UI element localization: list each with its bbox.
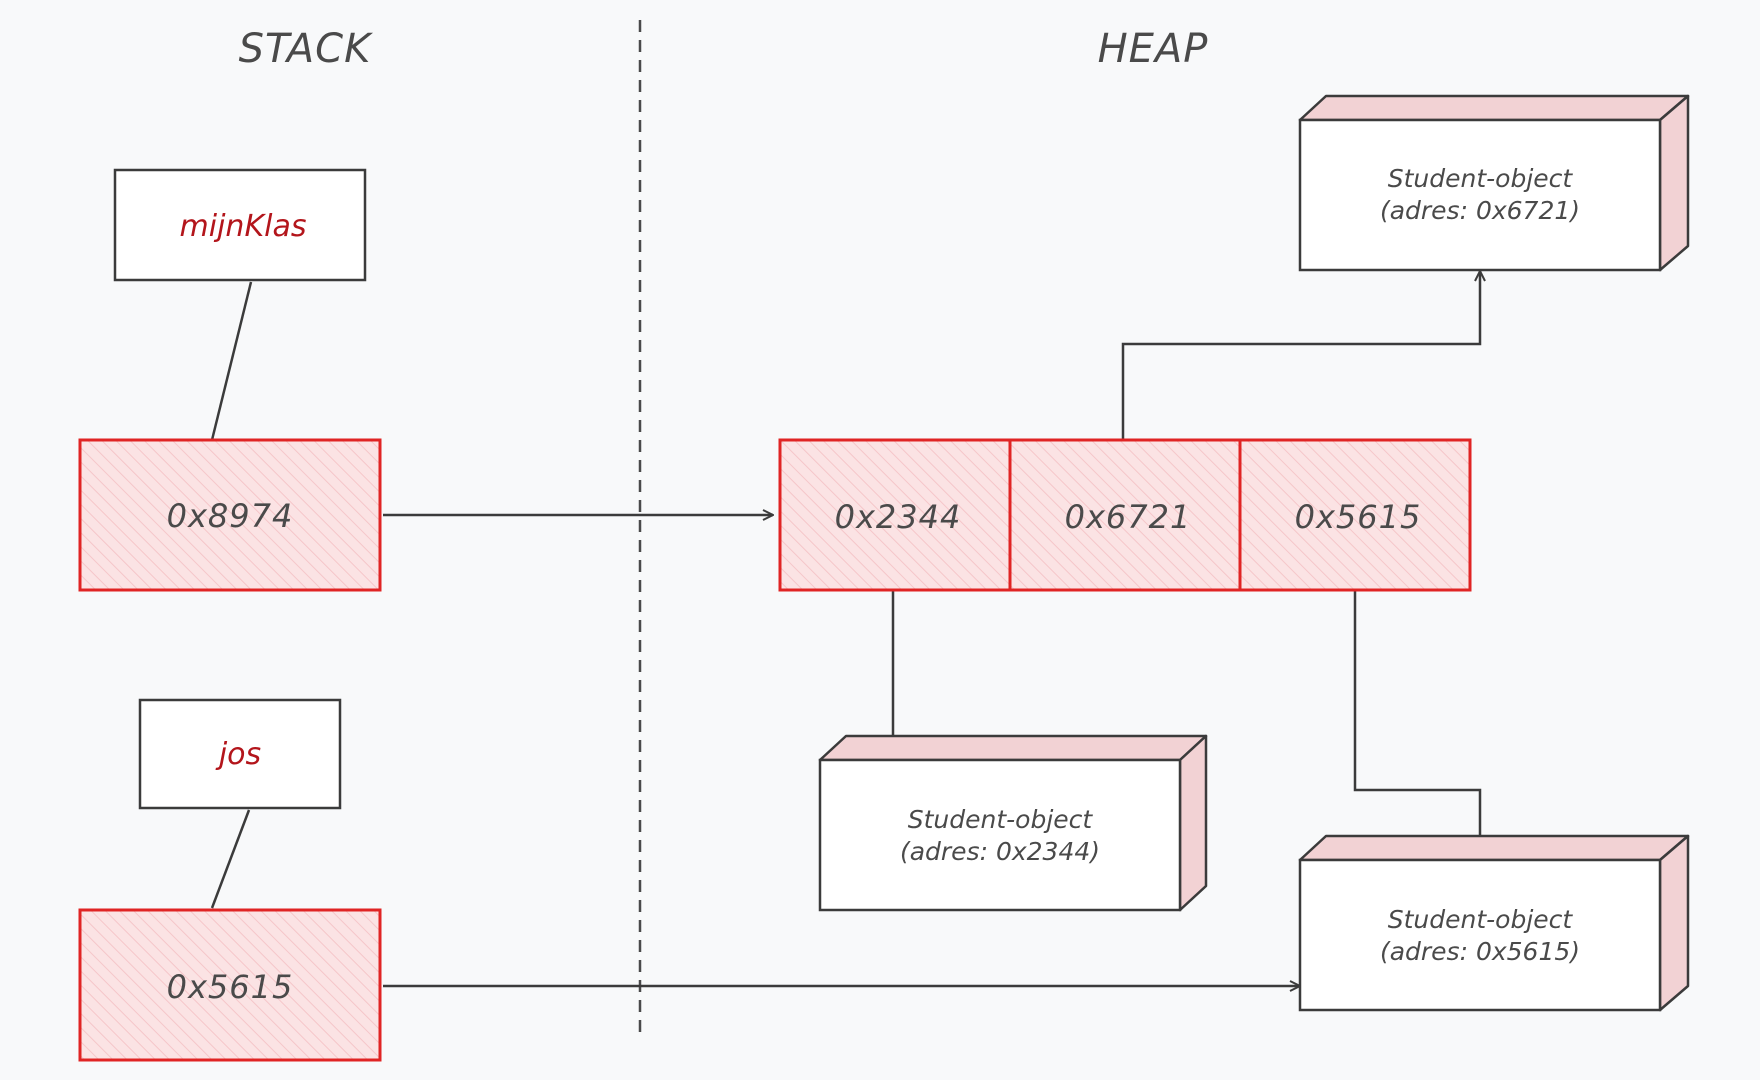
array-cell-1 — [1008, 438, 1242, 592]
reference-box — [78, 908, 382, 1062]
arrow-cell-6721-to-object — [1121, 271, 1480, 440]
variable-name-box — [113, 168, 367, 282]
array-cell-0 — [778, 438, 1012, 592]
heap-title: HEAP — [1098, 26, 1209, 72]
mijnklas-link-line — [210, 281, 253, 441]
stack-variable-jos: jos 0x5615 — [78, 698, 382, 1062]
object-front-face — [1298, 858, 1662, 1012]
object-side-face — [1658, 94, 1690, 272]
reference-value-0x8974: 0x8974 — [167, 497, 294, 535]
array-cell-value-0x6721: 0x6721 — [1065, 498, 1192, 536]
variable-name-box — [138, 698, 342, 810]
object-title: Student-object — [908, 805, 1094, 834]
object-address: (adres: 0x2344) — [900, 837, 1100, 866]
student-object-0x6721: Student-object (adres: 0x6721) — [1298, 94, 1690, 272]
object-address: (adres: 0x5615) — [1380, 937, 1580, 966]
stack-title: STACK — [239, 26, 373, 72]
object-top-face — [818, 734, 1208, 762]
variable-name-jos: jos — [215, 737, 261, 772]
object-top-face — [1298, 834, 1690, 862]
variable-name-mijnklas: mijnKlas — [180, 209, 307, 244]
array-cell-2 — [1238, 438, 1472, 592]
reference-box — [78, 438, 382, 592]
reference-value-0x5615: 0x5615 — [167, 968, 294, 1006]
object-title: Student-object — [1388, 905, 1574, 934]
student-object-0x5615: Student-object (adres: 0x5615) — [1298, 834, 1690, 1012]
student-object-0x2344: Student-object (adres: 0x2344) — [818, 734, 1208, 912]
array-cell-value-0x2344: 0x2344 — [835, 498, 962, 536]
object-side-face — [1658, 834, 1690, 1012]
object-side-face — [1178, 734, 1208, 912]
heap-array: 0x2344 0x6721 0x5615 — [778, 438, 1472, 592]
stack-variable-mijnklas: mijnKlas 0x8974 — [78, 168, 382, 592]
jos-link-line — [210, 809, 251, 909]
arrow-cell-5615-to-object — [1353, 590, 1480, 860]
object-address: (adres: 0x6721) — [1380, 196, 1580, 225]
array-cell-value-0x5615: 0x5615 — [1295, 498, 1422, 536]
object-front-face — [1298, 118, 1662, 272]
object-title: Student-object — [1388, 164, 1574, 193]
object-front-face — [818, 758, 1182, 912]
object-top-face — [1298, 94, 1690, 122]
